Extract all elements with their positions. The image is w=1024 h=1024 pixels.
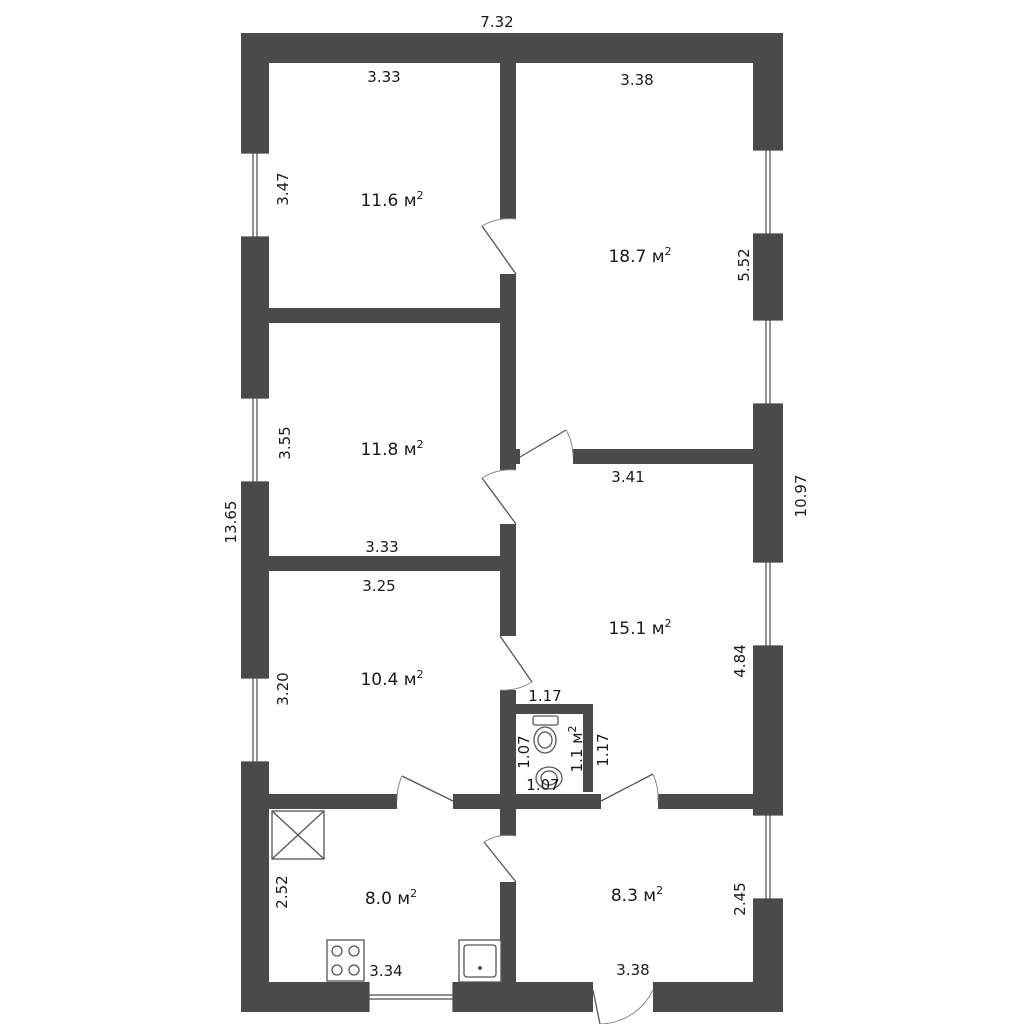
wall-r5-hall [658, 794, 753, 809]
wc-right-dim: 1.17 [594, 733, 612, 766]
window [753, 149, 783, 235]
doors [396, 218, 659, 1024]
watermark-text: Домклик [80, 968, 191, 996]
wall-r2-r5 [573, 449, 753, 464]
door [481, 218, 517, 275]
window [241, 397, 269, 483]
r5-side-dim: 4.84 [731, 644, 749, 677]
hall-bottom-dim: 3.38 [616, 961, 649, 979]
sink-icon [458, 939, 502, 983]
area-labels: 11.6 м2 18.7 м2 11.8 м2 15.1 м2 10.4 м2 … [360, 189, 671, 909]
r2-bottom-dim: 3.41 [611, 468, 644, 486]
wc-top-dim: 1.17 [528, 687, 561, 705]
r4-area: 10.4 м2 [360, 668, 423, 690]
door [592, 982, 654, 1024]
door [396, 775, 454, 809]
window [753, 561, 783, 647]
windows [241, 149, 783, 1012]
r5-area: 15.1 м2 [608, 617, 671, 639]
r1-top-dim: 3.33 [367, 68, 400, 86]
wc-bottom-dim: 1.07 [526, 776, 559, 794]
wall-r1-r3 [269, 308, 516, 323]
r3-side-dim: 3.55 [276, 426, 294, 459]
window [241, 152, 269, 238]
stove-icon [326, 939, 365, 982]
kitchen-bottom-dim: 3.34 [369, 962, 402, 980]
r3-bottom-dim: 3.33 [365, 538, 398, 556]
wall-wc-top [516, 704, 593, 714]
kitchen-area: 8.0 м2 [365, 887, 417, 909]
vent-shaft-icon [271, 810, 325, 860]
r1-area: 11.6 м2 [360, 189, 423, 211]
outer-wall-bottom [241, 982, 783, 1012]
door [481, 469, 517, 525]
dimension-labels: 7.32 13.65 10.97 3.33 3.47 3.38 5.52 3.4… [222, 13, 810, 980]
r2-top-dim: 3.38 [620, 71, 653, 89]
kitchen-side-dim: 2.52 [273, 875, 291, 908]
wall-wc-right [583, 704, 593, 792]
door [483, 834, 517, 883]
wc-area: 1.1 м2 [566, 726, 586, 773]
outer-top-dim: 7.32 [480, 13, 513, 31]
toilet-icon [535, 766, 563, 790]
hall-area: 8.3 м2 [611, 884, 663, 906]
door [499, 635, 533, 691]
wall-r4-kitchen [269, 794, 397, 809]
door [519, 429, 574, 464]
door [600, 773, 659, 809]
toilet-icon [533, 726, 557, 754]
hall-side-dim: 2.45 [731, 882, 749, 915]
watermark: Домклик [45, 967, 191, 997]
washbasin-icon [532, 715, 559, 726]
wc-left-dim: 1.07 [515, 735, 533, 768]
wall-center-1 [500, 63, 516, 219]
window [753, 814, 783, 900]
outer-left-dim: 13.65 [222, 501, 240, 544]
home-logo-icon [45, 967, 73, 997]
r2-area: 18.7 м2 [608, 245, 671, 267]
r4-top-dim: 3.25 [362, 577, 395, 595]
outer-right-dim: 10.97 [792, 475, 810, 518]
r1-side-dim: 3.47 [274, 172, 292, 205]
outer-wall-top [241, 33, 783, 63]
wall-r3-r4 [269, 556, 516, 571]
window [368, 982, 454, 1012]
window [753, 319, 783, 405]
window [241, 677, 269, 763]
r2-side-dim: 5.52 [735, 248, 753, 281]
r3-area: 11.8 м2 [360, 438, 423, 460]
r4-side-dim: 3.20 [274, 672, 292, 705]
